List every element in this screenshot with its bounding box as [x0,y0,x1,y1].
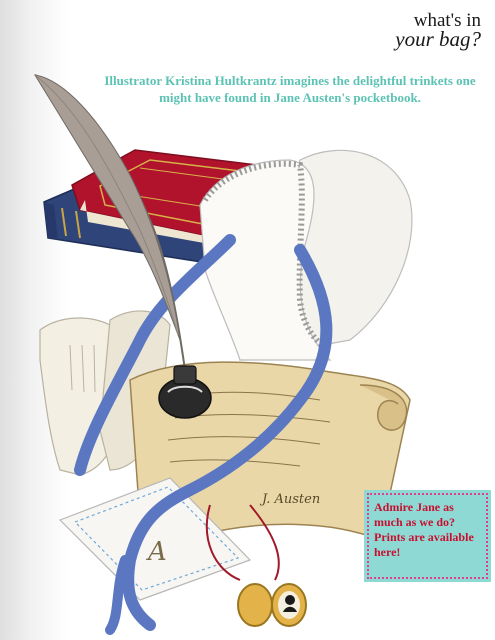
page-title: what's in your bag? [341,10,481,51]
locket-icon [205,504,307,627]
prints-link[interactable]: Admire Jane as much as we do? Prints are… [364,490,491,582]
quill-icon [33,74,186,371]
ink-bottle-icon [158,365,212,419]
ribbon-icon [74,234,333,635]
title-line-1: what's in [413,10,481,31]
bonnet-icon [199,149,413,361]
title-line-2: your bag? [395,27,481,51]
signature: J. Austen [259,492,320,507]
monogram: A [146,537,167,567]
intro-text: Illustrator Kristina Hultkrantz imagines… [104,73,476,105]
prints-link-text[interactable]: Admire Jane as much as we do? Prints are… [374,500,474,559]
